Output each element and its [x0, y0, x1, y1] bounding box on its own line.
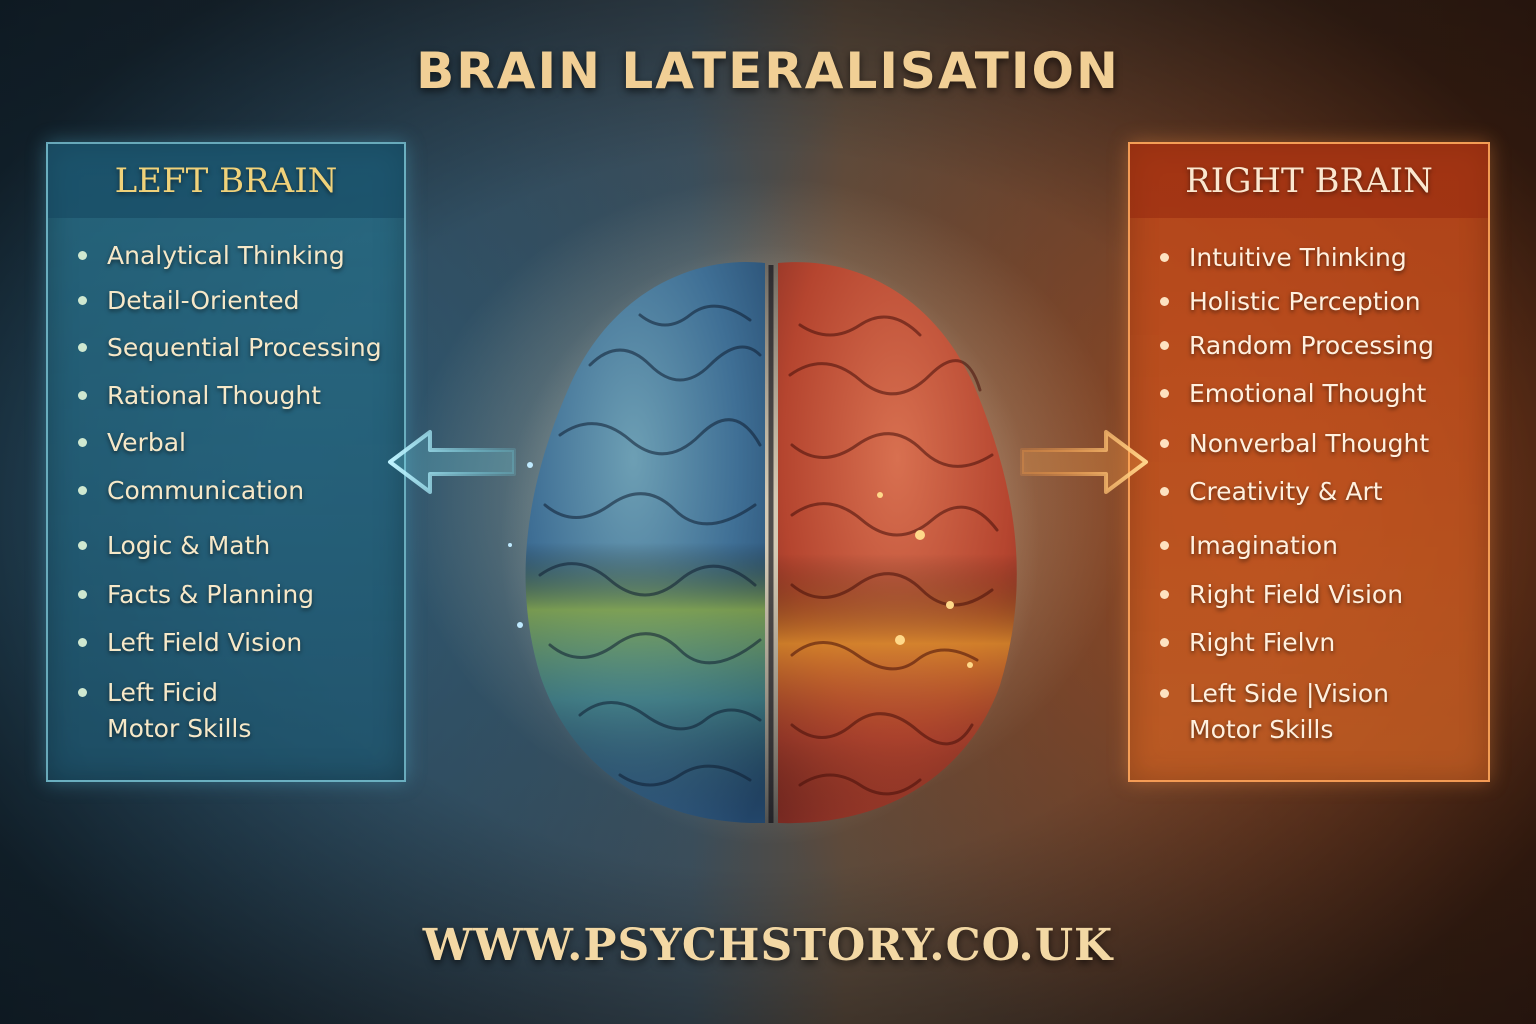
left-brain-item: Facts & Planning — [48, 577, 314, 613]
brain-illustration — [500, 245, 1040, 845]
item-label: Logic & Math — [107, 531, 271, 560]
left-brain-heading: LEFT BRAIN — [48, 144, 404, 218]
bullet-icon — [78, 343, 87, 352]
right-brain-item: Intuitive Thinking — [1130, 240, 1407, 276]
item-label: Rational Thought — [107, 381, 322, 410]
item-label: Right Fielvn — [1189, 628, 1336, 657]
bullet-icon — [1160, 341, 1169, 350]
right-brain-item: Left Side |Vision Motor Skills — [1130, 676, 1389, 748]
item-label: Communication — [107, 476, 305, 505]
item-label: Sequential Processing — [107, 333, 382, 362]
item-label: Holistic Perception — [1189, 287, 1421, 316]
left-arrow-icon — [388, 430, 516, 494]
left-brain-item: Verbal — [48, 425, 186, 461]
bullet-icon — [78, 296, 87, 305]
right-brain-item: Right Fielvn — [1130, 625, 1335, 661]
left-brain-item: Analytical Thinking — [48, 238, 345, 274]
left-brain-item: Detail-Oriented — [48, 283, 300, 319]
bullet-icon — [1160, 638, 1169, 647]
item-label: Facts & Planning — [107, 580, 315, 609]
item-label: Left Field Vision — [107, 628, 303, 657]
item-label: Verbal — [107, 428, 186, 457]
left-brain-item: Left Ficid Motor Skills — [48, 675, 251, 747]
item-label: Right Field Vision — [1189, 580, 1404, 609]
left-brain-item: Rational Thought — [48, 378, 321, 414]
right-brain-item: Creativity & Art — [1130, 474, 1383, 510]
right-brain-item: Random Processing — [1130, 328, 1434, 364]
item-label: Random Processing — [1189, 331, 1434, 360]
item-label: Intuitive Thinking — [1189, 243, 1407, 272]
right-brain-item: Right Field Vision — [1130, 577, 1403, 613]
item-label: Left Side |Vision Motor Skills — [1189, 679, 1390, 744]
bullet-icon — [78, 251, 87, 260]
left-brain-item: Left Field Vision — [48, 625, 302, 661]
bullet-icon — [78, 688, 87, 697]
bullet-icon — [1160, 253, 1169, 262]
bullet-icon — [1160, 487, 1169, 496]
item-label: Nonverbal Thought — [1189, 429, 1430, 458]
bullet-icon — [1160, 439, 1169, 448]
item-label: Imagination — [1189, 531, 1338, 560]
item-label: Creativity & Art — [1189, 477, 1383, 506]
bullet-icon — [1160, 689, 1169, 698]
bullet-icon — [78, 486, 87, 495]
left-brain-item: Sequential Processing — [48, 330, 382, 366]
right-brain-heading: RIGHT BRAIN — [1130, 144, 1488, 218]
left-brain-item: Logic & Math — [48, 528, 270, 564]
right-brain-item: Imagination — [1130, 528, 1338, 564]
bullet-icon — [1160, 541, 1169, 550]
right-brain-item: Nonverbal Thought — [1130, 426, 1429, 462]
right-brain-item: Holistic Perception — [1130, 284, 1421, 320]
bullet-icon — [78, 438, 87, 447]
item-label: Analytical Thinking — [107, 241, 345, 270]
bullet-icon — [78, 638, 87, 647]
bullet-icon — [78, 590, 87, 599]
bullet-icon — [1160, 590, 1169, 599]
item-label: Emotional Thought — [1189, 379, 1427, 408]
bullet-icon — [1160, 389, 1169, 398]
website-url: WWW.PSYCHSTORY.CO.UK — [422, 920, 1114, 971]
left-brain-item: Communication — [48, 473, 304, 509]
right-brain-item: Emotional Thought — [1130, 376, 1426, 412]
bullet-icon — [78, 391, 87, 400]
bullet-icon — [78, 541, 87, 550]
bullet-icon — [1160, 297, 1169, 306]
item-label: Left Ficid Motor Skills — [107, 678, 252, 743]
item-label: Detail-Oriented — [107, 286, 300, 315]
page-title: BRAIN LATERALISATION — [416, 42, 1120, 100]
